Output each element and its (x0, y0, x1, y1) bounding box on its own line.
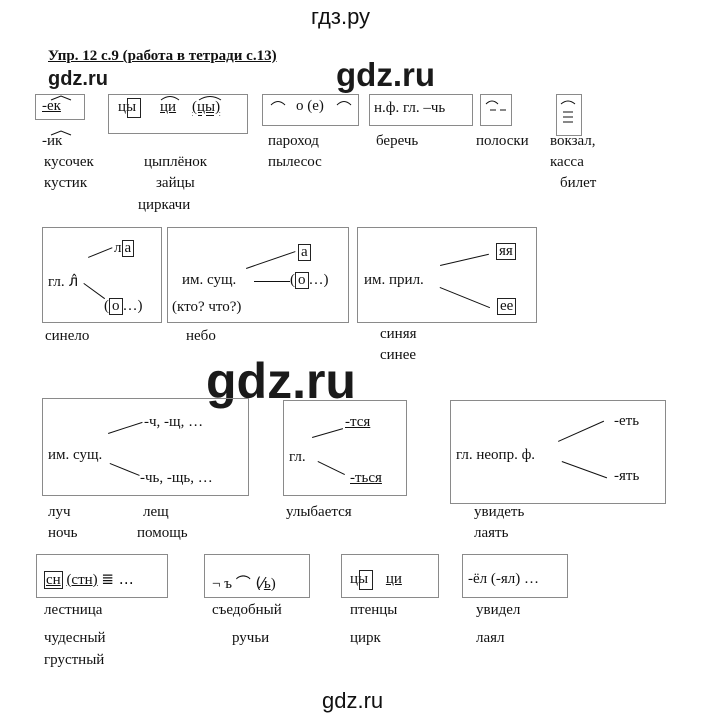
word-lestnitsa: лестница (44, 602, 103, 618)
infinitive-label: гл. неопр. ф. (456, 447, 536, 463)
scheme-box-orthogram (480, 94, 512, 126)
site-title: гдз.ру (311, 4, 371, 29)
watermark: gdz.ru (48, 68, 108, 90)
word-leshch: лещ (143, 504, 169, 520)
watermark: gdz.ru (336, 56, 435, 93)
past-suffix: -ёл (-ял) … (468, 571, 540, 587)
word-kustik: кустик (44, 175, 88, 191)
tsy-ci-endings: цы ци (350, 571, 402, 587)
word-luch: луч (48, 504, 71, 520)
scheme-past-suffix (462, 554, 568, 598)
ending-ch-shch: -ч, -щ, … (144, 414, 204, 430)
infinitive-label: н.ф. гл. –чь (374, 100, 446, 116)
word-uvidet: увидеть (474, 504, 525, 520)
ending-ch-soft: -чь, -щь, … (140, 470, 213, 486)
scheme-infinitive (450, 400, 666, 504)
word-layal: лаял (476, 630, 505, 646)
ending-box (127, 98, 141, 118)
verb-label: гл.л̂ (48, 272, 79, 290)
suffix-ik: -ик (42, 130, 72, 150)
ending-a: а (298, 244, 311, 261)
connecting-vowel: о (е) (296, 98, 324, 114)
unverifiable-spelling-icon (560, 100, 576, 123)
word-berech: беречь (376, 133, 419, 149)
suffix-arc-icon (50, 130, 72, 136)
scheme-noun (167, 227, 349, 323)
ending-et: -еть (614, 413, 640, 429)
adjective-label: им. прил. (364, 272, 424, 288)
exercise-title: Упр. 12 с.9 (работа в тетради с.13) (48, 48, 277, 64)
footer-site: gdz.ru (322, 688, 384, 713)
ending-box (359, 570, 373, 590)
word-layat: лаять (474, 525, 509, 541)
ending-tsya-soft: -ться (350, 470, 382, 486)
root-arc-icon (270, 101, 286, 106)
consonant-cluster: сн (стн) ≣ … (44, 570, 134, 589)
word-tsirk: цирк (350, 630, 381, 646)
word-kusochek: кусочек (44, 154, 94, 170)
word-noch: ночь (48, 525, 78, 541)
hard-soft-sign: ¬ ъ ⌒ (⁄ь) (212, 574, 276, 592)
watermark: gdz.ru (206, 353, 356, 409)
word-grustnyy: грустный (44, 652, 105, 668)
question-kto-chto: (кто? что?) (172, 299, 242, 315)
word-pylesos: пылесос (268, 154, 322, 170)
word-ruchi: ручьи (232, 630, 270, 646)
word-vokzal: вокзал, (550, 133, 596, 149)
ending-tsya: -тся (345, 414, 371, 430)
scheme-separating-signs (204, 554, 310, 598)
scheme-box-nf (369, 94, 473, 126)
verb-label: гл. (289, 449, 306, 465)
word-parokhod: пароход (268, 133, 319, 149)
ending-ee: ее (497, 298, 517, 315)
ending-yaya: яя (496, 243, 516, 260)
word-zaytsy: зайцы (156, 175, 195, 191)
word-sinyaya: синяя (380, 326, 417, 342)
word-chudesnyy: чудесный (44, 630, 106, 646)
ending-o: (о…) (290, 272, 329, 289)
word-nebo: небо (186, 328, 216, 344)
word-pomoshch: помощь (137, 525, 188, 541)
root-arc-icon (198, 96, 222, 101)
scheme-consonants (36, 554, 168, 598)
ending-yat: -ять (614, 468, 640, 484)
noun-label: им. сущ. (48, 447, 103, 463)
tsi-root: ци (160, 96, 180, 116)
scheme-tsy-ci (341, 554, 439, 598)
suffix-arc-icon (50, 95, 72, 101)
word-sinee: синее (380, 347, 417, 363)
scheme-box-o-e (262, 94, 359, 126)
scheme-verb-tsya (283, 400, 407, 496)
root-arc-icon (160, 96, 180, 101)
word-ulybaetsya: улыбается (286, 504, 352, 520)
word-uvidel: увидел (476, 602, 521, 618)
suffix-ek: -ек (42, 95, 72, 115)
scheme-adjective (357, 227, 537, 323)
word-ptentsy: птенцы (350, 602, 398, 618)
word-poloski: полоски (476, 133, 529, 149)
tsy-root: (цы) (192, 96, 222, 116)
root-arc-icon (336, 101, 352, 106)
noun-label: им. сущ. (182, 272, 237, 288)
word-tsirkachi: циркачи (138, 197, 191, 213)
scheme-box-tsy (108, 94, 248, 134)
scheme-box-ek (35, 94, 85, 120)
ending-lo: (о…) (104, 298, 143, 315)
word-kassa: касса (550, 154, 584, 170)
word-sedobnyy: съедобный (212, 602, 282, 618)
word-bilet: билет (560, 175, 597, 191)
scheme-verb-past (42, 227, 162, 323)
word-sinelo: синело (45, 328, 90, 344)
orthogram-icon (485, 100, 506, 111)
word-tsyplenok: цыплёнок (144, 154, 208, 170)
scheme-box-double (556, 94, 582, 136)
scheme-noun-sibilant (42, 398, 249, 496)
